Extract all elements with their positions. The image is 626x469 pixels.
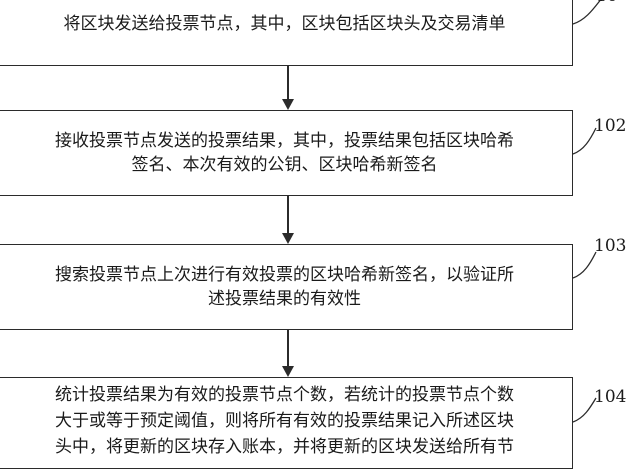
step-102-box: 接收投票节点发送的投票结果，其中，投票结果包括区块哈希 签名、本次有效的公钥、区… — [0, 110, 573, 196]
step-101-number: 10 — [596, 0, 618, 6]
step-103-leader — [572, 251, 597, 279]
step-104-text-line-1: 统计投票结果为有效的投票节点个数，若统计的投票节点个数 — [55, 385, 514, 405]
flow-arrow-2 — [282, 196, 294, 244]
step-103-box: 搜索投票节点上次进行有效投票的区块哈希新签名，以验证所 述投票结果的有效性 — [0, 244, 573, 330]
step-104-leader — [572, 397, 597, 423]
step-101-box: 将区块发送给投票节点，其中，区块包括区块头及交易清单 — [0, 0, 573, 66]
step-102-text-line-1: 接收投票节点发送的投票结果，其中，投票结果包括区块哈希 — [55, 131, 514, 151]
step-104-text-line-2: 大于或等于预定阈值，则将所有有效的投票结果记入所述区块 — [55, 411, 514, 431]
step-104-box: 统计投票结果为有效的投票节点个数，若统计的投票节点个数 大于或等于预定阈值，则将… — [0, 377, 573, 469]
step-102-leader — [572, 127, 597, 155]
step-103-text-line-1: 搜索投票节点上次进行有效投票的区块哈希新签名，以验证所 — [55, 265, 514, 285]
step-101-leader — [572, 0, 602, 25]
step-102-number: 102 — [594, 116, 626, 136]
step-104-number: 104 — [594, 387, 626, 407]
flow-arrow-3 — [282, 330, 294, 377]
step-104-text-line-3: 头中，将更新的区块存入账本，并将更新的区块发送给所有节 — [55, 437, 514, 457]
step-103-number: 103 — [594, 236, 626, 256]
flow-arrow-1 — [282, 66, 294, 110]
step-103-text-line-2: 述投票结果的有效性 — [208, 289, 361, 309]
step-101-text-line-1: 将区块发送给投票节点，其中，区块包括区块头及交易清单 — [63, 14, 506, 34]
step-102-text-line-2: 签名、本次有效的公钥、区块哈希新签名 — [131, 155, 438, 175]
